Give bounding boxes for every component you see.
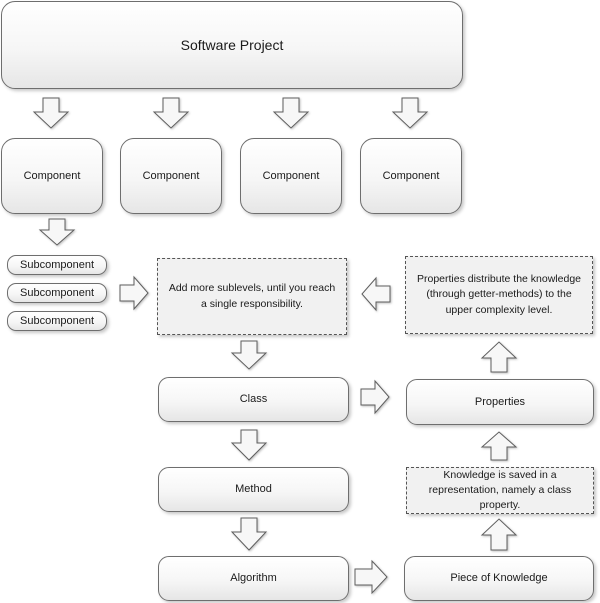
right-arrow-icon [354, 559, 388, 595]
properties-box: Properties [406, 379, 594, 425]
down-arrow-icon [230, 429, 268, 461]
component-box: Component [1, 138, 103, 214]
piece-of-knowledge-box: Piece of Knowledge [404, 556, 594, 601]
subcomponent-label: Subcomponent [20, 258, 94, 271]
component-box: Component [240, 138, 342, 214]
class-label: Class [239, 393, 268, 406]
right-arrow-icon [119, 275, 149, 311]
up-arrow-icon [480, 518, 518, 551]
subcomponent-box: Subcomponent [7, 255, 107, 275]
down-arrow-icon [32, 97, 70, 129]
left-arrow-icon [361, 276, 391, 312]
up-arrow-icon [480, 431, 518, 461]
component-label: Component [142, 169, 200, 182]
algorithm-label: Algorithm [230, 572, 277, 585]
method-box: Method [158, 467, 349, 512]
sublevels-note-text: Add more sublevels, until you reach a si… [168, 282, 336, 310]
sublevels-note: Add more sublevels, until you reach a si… [157, 258, 347, 335]
properties-distribute-note: Properties distribute the knowledge (thr… [405, 256, 593, 334]
component-label: Component [382, 169, 440, 182]
knowledge-saved-note-text: Knowledge is saved in a representation, … [428, 468, 572, 512]
up-arrow-icon [480, 341, 518, 373]
subcomponent-box: Subcomponent [7, 311, 107, 331]
software-project-box: Software Project [1, 1, 463, 89]
subcomponent-box: Subcomponent [7, 283, 107, 303]
right-arrow-icon [360, 379, 390, 415]
method-label: Method [235, 483, 272, 496]
subcomponent-label: Subcomponent [20, 286, 94, 299]
algorithm-box: Algorithm [158, 556, 349, 601]
down-arrow-icon [272, 97, 310, 129]
down-arrow-icon [230, 340, 268, 370]
down-arrow-icon [230, 517, 268, 551]
component-box: Component [360, 138, 462, 214]
component-box: Component [120, 138, 222, 214]
component-label: Component [23, 169, 81, 182]
software-project-label: Software Project [180, 36, 284, 53]
knowledge-saved-note: Knowledge is saved in a representation, … [406, 467, 594, 514]
class-box: Class [158, 377, 349, 422]
down-arrow-icon [152, 97, 190, 129]
subcomponent-label: Subcomponent [20, 314, 94, 327]
piece-of-knowledge-label: Piece of Knowledge [450, 572, 548, 585]
properties-distribute-note-text: Properties distribute the knowledge (thr… [416, 273, 581, 316]
properties-label: Properties [474, 395, 526, 408]
down-arrow-icon [38, 218, 76, 246]
component-label: Component [262, 169, 320, 182]
down-arrow-icon [391, 97, 429, 129]
